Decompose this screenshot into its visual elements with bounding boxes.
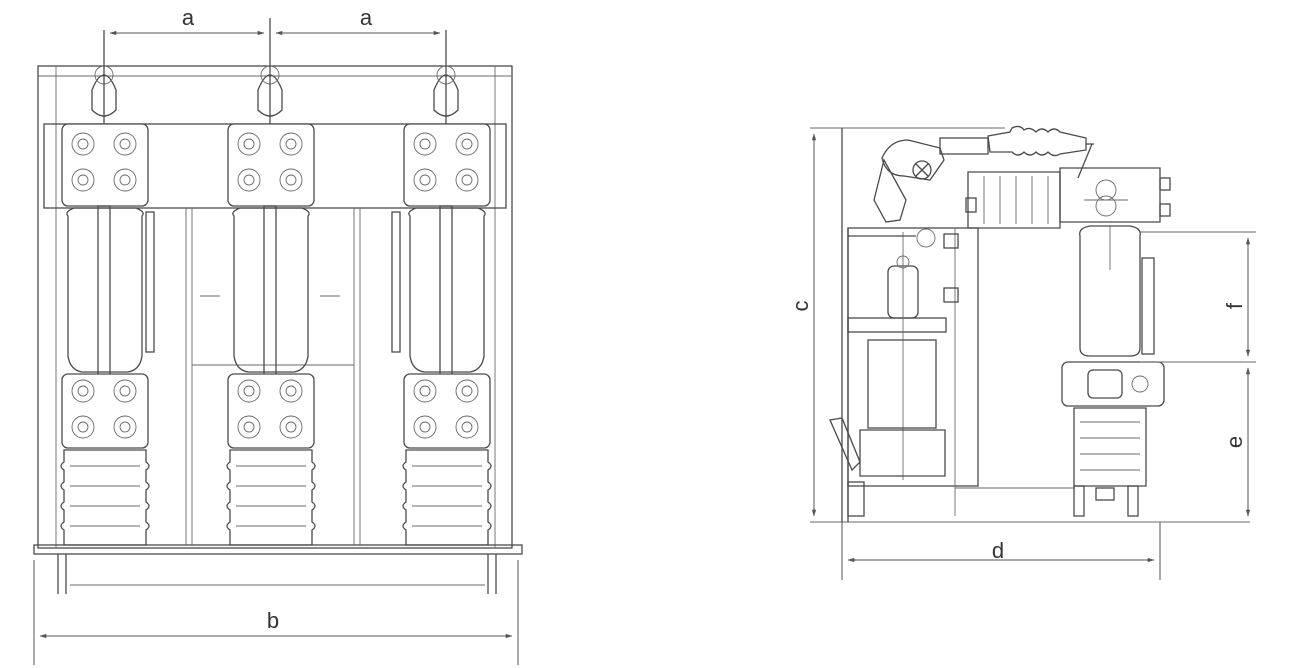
label-b: b	[267, 608, 279, 633]
pole-1	[60, 30, 155, 546]
label-a-left: a	[182, 5, 195, 30]
front-view: a a b	[33, 5, 523, 665]
pole-3	[391, 30, 492, 546]
front-frame	[37, 65, 513, 549]
dimension-e-f: f e	[1140, 231, 1256, 517]
base-plate	[33, 544, 523, 555]
label-d: d	[992, 538, 1004, 563]
dimension-d: d	[841, 522, 1161, 580]
label-f: f	[1222, 302, 1247, 309]
side-view: c d f e	[788, 125, 1256, 580]
pole-2	[200, 18, 340, 546]
dimension-b: b	[33, 560, 519, 665]
label-e: e	[1222, 436, 1247, 448]
label-a-right: a	[360, 5, 373, 30]
label-c: c	[788, 301, 813, 312]
dimension-a: a a	[109, 5, 441, 36]
dimension-c: c	[788, 133, 817, 517]
